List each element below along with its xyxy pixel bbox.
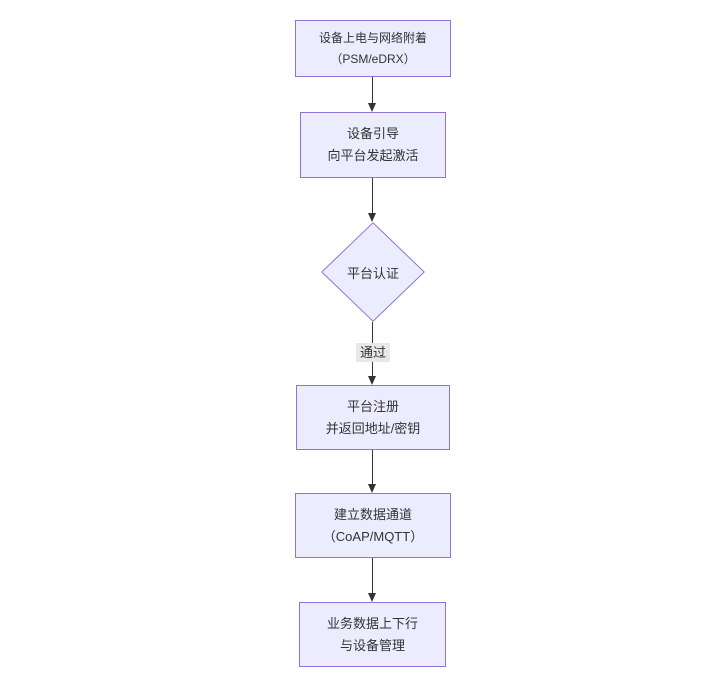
node-text-line: 向平台发起激活 — [327, 148, 419, 163]
node-power-attach: 设备上电与网络附着 （PSM/eDRX） — [295, 20, 451, 77]
node-text-line: 业务数据上下行 — [326, 615, 418, 631]
node-platform-auth-decision: 平台认证 — [321, 222, 425, 322]
node-text-line: 建立数据通道 — [333, 506, 412, 522]
diamond-shape — [321, 222, 425, 322]
arrowhead-icon — [368, 213, 376, 222]
arrow-shaft — [372, 450, 373, 486]
arrow-shaft — [372, 178, 373, 215]
node-text-line: 并返回地址/密钥 — [325, 420, 421, 436]
arrow-shaft — [372, 558, 373, 595]
node-platform-register: 平台注册 并返回地址/密钥 — [296, 385, 450, 450]
arrow-boot-to-auth — [368, 178, 377, 222]
node-text-line: 平台认证 — [346, 265, 399, 281]
node-text-line: （PSM/eDRX） — [330, 51, 416, 66]
edge-label-pass: 通过 — [355, 343, 391, 362]
arrow-register-to-channel — [368, 450, 377, 493]
node-text-line: （CoAP/MQTT） — [322, 528, 424, 544]
node-business-data: 业务数据上下行 与设备管理 — [299, 602, 446, 667]
arrowhead-icon — [368, 593, 376, 602]
node-device-bootstrap: 设备引导 向平台发起激活 — [300, 112, 446, 178]
arrow-channel-to-business — [368, 558, 377, 602]
arrowhead-icon — [368, 376, 376, 385]
arrow-shaft — [372, 77, 373, 105]
node-text-line: 设备引导 — [346, 126, 399, 141]
arrowhead-icon — [368, 103, 376, 112]
node-data-channel: 建立数据通道 （CoAP/MQTT） — [295, 493, 451, 558]
arrow-power-to-boot — [368, 77, 377, 112]
arrowhead-icon — [368, 484, 376, 493]
node-text-line: 平台注册 — [346, 398, 399, 414]
node-text-line: 与设备管理 — [339, 637, 405, 653]
node-text-line: 设备上电与网络附着 — [318, 30, 427, 45]
